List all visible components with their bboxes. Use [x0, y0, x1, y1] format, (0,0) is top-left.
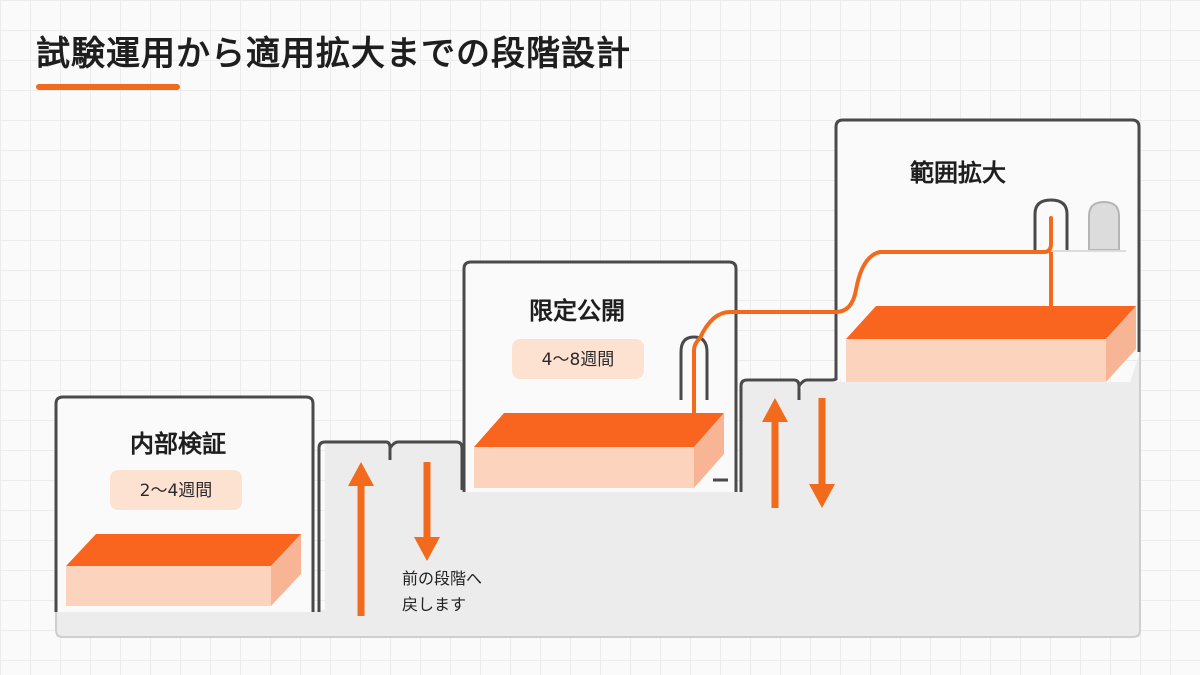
up-arrow-icon	[348, 462, 374, 616]
down-arrow-icon	[809, 398, 835, 508]
stage-2-platform	[474, 413, 724, 488]
stage-2-period: 4〜8週間	[542, 350, 615, 370]
floor-terrain	[56, 352, 1140, 637]
stage-1-period: 2〜4週間	[140, 481, 213, 501]
up-arrow-icon	[762, 398, 788, 508]
stage-1-period-badge	[110, 470, 242, 510]
stage-1-name: 内部検証	[130, 430, 226, 458]
stage-3-name: 範囲拡大	[910, 159, 1006, 187]
rollback-note-line-2: 戻します	[402, 595, 466, 614]
stage-2-period-badge	[512, 339, 644, 379]
step-1-2	[317, 440, 464, 612]
title-underline	[36, 84, 180, 90]
pipe-loop-icon	[679, 335, 728, 482]
floor-bottom-edge	[55, 352, 1141, 638]
page-title: 試験運用から適用拡大までの段階設計	[36, 34, 631, 74]
progress-pipe	[692, 216, 1053, 414]
stage-2-name: 限定公開	[529, 297, 625, 325]
stage-3-platform	[846, 306, 1136, 382]
rollback-note-line-1: 前の段階へ	[402, 569, 482, 588]
stage-1-platform	[66, 534, 301, 606]
down-arrow-icon	[414, 462, 440, 561]
